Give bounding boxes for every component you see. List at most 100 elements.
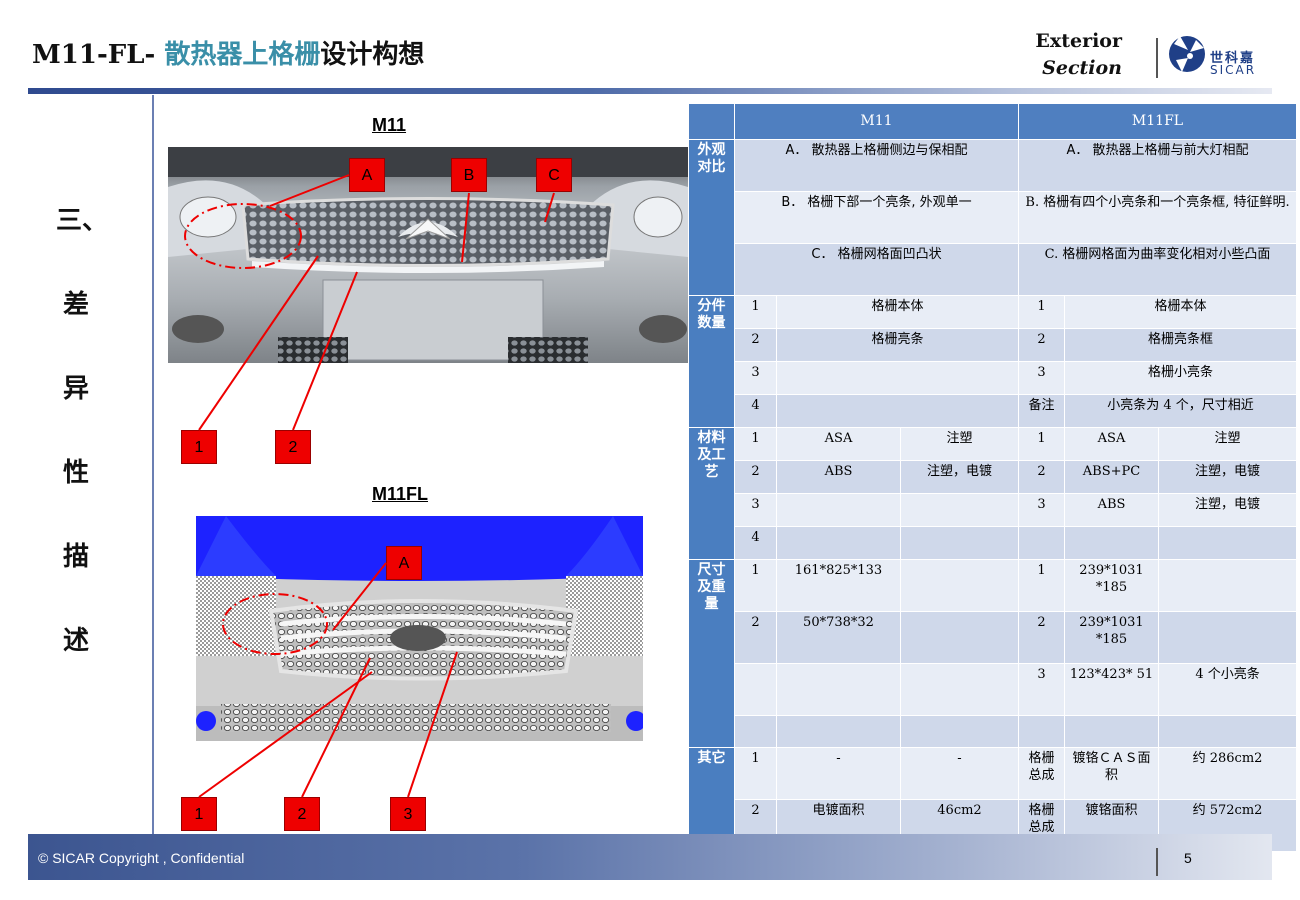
table-cell <box>900 559 1019 612</box>
category-parts: 分件数量 <box>688 295 735 428</box>
table-cell: 2 <box>734 460 777 494</box>
m11fl-title: M11FL <box>372 484 429 504</box>
title-suffix: 设计构想 <box>320 40 425 70</box>
title-accent: 散热器上格栅 <box>164 40 321 70</box>
table-cell <box>900 611 1019 664</box>
table-cell: 4 <box>734 394 777 428</box>
table-row: 其它 1 - - 格栅总成 镀铬ＣＡＳ面积 约 286cm2 <box>688 747 1298 852</box>
side-char: 差 <box>62 290 89 320</box>
table-cell: 镀铬ＣＡＳ面积 <box>1064 747 1159 800</box>
table-cell: 格栅总成 <box>1018 747 1065 800</box>
marker-1-m11: 1 <box>181 430 217 464</box>
logo-cn: 世科嘉 <box>1210 51 1256 66</box>
table-cell: - <box>900 747 1019 800</box>
header-bar <box>28 88 1272 94</box>
marker-a-m11fl: A <box>386 546 422 580</box>
table-cell <box>734 715 777 748</box>
side-char: 异 <box>62 374 89 404</box>
section-line2: Section <box>1042 57 1122 79</box>
footer-bar <box>28 834 1272 880</box>
table-row: 3 3 格栅小亮条 <box>689 361 1298 395</box>
sicar-logo: 世科嘉 SICAR <box>1166 30 1276 80</box>
category-material: 材料及工艺 <box>688 427 735 560</box>
table-cell <box>776 526 901 560</box>
logo-en: SICAR <box>1210 63 1257 77</box>
table-row: 4 <box>689 526 1298 560</box>
table-cell: 2 <box>1018 328 1065 362</box>
table-cell: ASA <box>1064 427 1159 461</box>
table-row: 分件数量 1 格栅本体 1 格栅本体 <box>688 295 1298 428</box>
table-cell <box>1018 715 1065 748</box>
section-line1: Exterior <box>1035 30 1122 52</box>
table-cell: B. 格栅有四个小亮条和一个亮条框, 特征鲜明. <box>1017 191 1298 244</box>
header-m11fl: M11FL <box>1017 103 1298 140</box>
table-cell: 注塑，电镀 <box>900 460 1019 494</box>
marker-2-m11fl: 2 <box>284 797 320 831</box>
table-cell: 约 286cm2 <box>1157 747 1298 800</box>
table-cell <box>776 715 901 748</box>
table-row: 尺寸及重量 1 161*825*133 1 239*1031 *185 <box>688 559 1298 748</box>
category-appearance: 外观对比 <box>688 139 735 296</box>
side-char: 描 <box>62 542 89 572</box>
marker-b-m11: B <box>451 158 487 192</box>
header-blank <box>688 103 735 140</box>
table-cell: 格栅小亮条 <box>1063 361 1298 395</box>
table-cell: 格栅亮条 <box>776 328 1019 362</box>
table-cell: 3 <box>734 361 777 395</box>
table-cell: 2 <box>734 328 777 362</box>
table-cell: 注塑，电镀 <box>1157 493 1298 527</box>
table-cell: 注塑，电镀 <box>1157 460 1298 494</box>
table-row: 4 备注 小亮条为 4 个，尺寸相近 <box>689 394 1298 428</box>
table-row: 材料及工艺 1 ASA 注塑 1 ASA 注塑 <box>688 427 1298 560</box>
page-number: 5 <box>1184 850 1192 866</box>
table-row: 2 格栅亮条 2 格栅亮条框 <box>689 328 1298 362</box>
table-cell <box>776 361 1019 395</box>
table-cell: 2 <box>1018 611 1065 664</box>
table-row: 外观对比 A． 散热器上格栅侧边与保相配 A． 散热器上格栅与前大灯相配 <box>688 139 1298 296</box>
table-cell: 小亮条为 4 个，尺寸相近 <box>1063 394 1298 428</box>
table-cell <box>776 394 1019 428</box>
table-row: 3 3 ABS 注塑，电镀 <box>689 493 1298 527</box>
table-cell <box>1157 611 1298 664</box>
table-cell: 4 <box>734 526 777 560</box>
table-cell: ABS+PC <box>1064 460 1159 494</box>
table-cell <box>900 493 1019 527</box>
table-cell <box>1018 526 1065 560</box>
table-cell: 1 <box>734 427 777 461</box>
table-row: B． 格栅下部一个亮条, 外观单一 B. 格栅有四个小亮条和一个亮条框, 特征鲜… <box>689 191 1298 244</box>
table-cell: ABS <box>776 460 901 494</box>
table-cell <box>1157 559 1298 612</box>
logo-divider <box>1156 38 1158 78</box>
marker-2-m11: 2 <box>275 430 311 464</box>
side-divider <box>152 95 154 835</box>
table-row: 2 ABS 注塑，电镀 2 ABS+PC 注塑，电镀 <box>689 460 1298 494</box>
table-row: 2 50*738*32 2 239*1031 *185 <box>689 611 1298 664</box>
marker-3-m11fl: 3 <box>390 797 426 831</box>
table-cell <box>1157 526 1298 560</box>
table-cell: 1 <box>1018 559 1065 612</box>
header-m11: M11 <box>734 103 1019 140</box>
table-cell: 123*423* 51 <box>1064 663 1159 716</box>
table-cell: 约 572cm2 <box>1157 799 1298 852</box>
table-cell: 239*1031 *185 <box>1064 611 1159 664</box>
table-cell: ASA <box>776 427 901 461</box>
sicar-logo-icon <box>1169 36 1205 72</box>
table-cell: B． 格栅下部一个亮条, 外观单一 <box>734 191 1019 244</box>
table-cell: 格栅亮条框 <box>1063 328 1298 362</box>
marker-c-m11: C <box>536 158 572 192</box>
table-header-row: M11 M11FL <box>688 103 1298 140</box>
table-cell <box>900 526 1019 560</box>
table-cell: 1 <box>734 295 777 329</box>
table-cell: 格栅本体 <box>1063 295 1298 329</box>
table-row: C． 格栅网格面凹凸状 C. 格栅网格面为曲率变化相对小些凸面 <box>689 243 1298 296</box>
table-cell: 3 <box>1018 361 1065 395</box>
marker-a-m11: A <box>349 158 385 192</box>
table-cell <box>776 493 901 527</box>
table-cell: 备注 <box>1018 394 1065 428</box>
table-row: 3 123*423* 51 4 个小亮条 <box>689 663 1298 716</box>
table-cell: 50*738*32 <box>776 611 901 664</box>
table-cell: 3 <box>1018 663 1065 716</box>
table-cell: ABS <box>1064 493 1159 527</box>
table-cell: 2 <box>1018 460 1065 494</box>
table-cell <box>1064 526 1159 560</box>
